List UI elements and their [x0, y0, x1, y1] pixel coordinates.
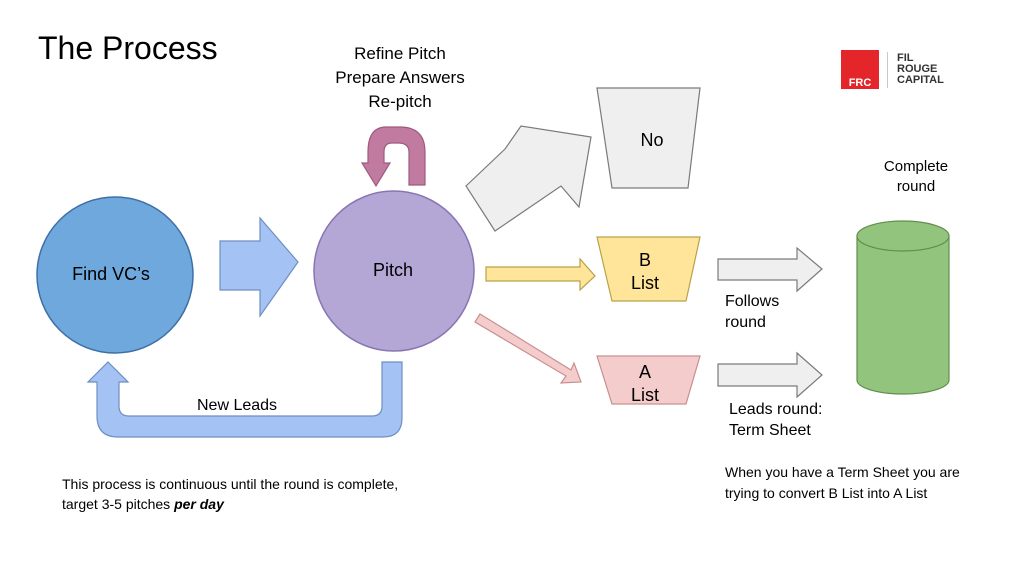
- logo-wordmark: FIL ROUGE CAPITAL: [897, 52, 944, 86]
- arrow-to-a-list: [474, 313, 582, 384]
- term-sheet-note: When you have a Term Sheet you are tryin…: [725, 464, 960, 501]
- a-list-bucket[interactable]: [596, 355, 701, 405]
- arrow-leads-round: [717, 351, 823, 399]
- arrow-to-b-list: [485, 257, 596, 292]
- page-title: The Process: [38, 30, 218, 66]
- leads-round-label: Leads round: Term Sheet: [729, 401, 823, 439]
- complete-round-label: Complete round: [883, 158, 949, 195]
- arrow-find-to-pitch: [219, 216, 299, 318]
- pitch-label: Pitch: [372, 260, 414, 280]
- b-list-label: B List: [630, 250, 659, 293]
- refine-loop-arrow: [360, 126, 426, 188]
- find-vcs-label: Find VC’s: [72, 264, 150, 284]
- follows-round-label: Follows round: [725, 293, 780, 331]
- no-bucket[interactable]: [596, 87, 701, 189]
- find-vcs-circle[interactable]: [36, 196, 194, 354]
- a-list-label: A List: [630, 362, 659, 405]
- new-leads-arrow: [86, 361, 403, 438]
- no-label: No: [640, 130, 664, 150]
- arrow-follows-round: [717, 246, 823, 293]
- process-note: This process is continuous until the rou…: [62, 476, 399, 512]
- pitch-circle[interactable]: [313, 190, 475, 352]
- refine-pitch-label: Refine Pitch Prepare Answers Re-pitch: [335, 44, 465, 111]
- process-note-line2: target 3-5 pitches per day: [62, 496, 224, 512]
- new-leads-label: New Leads: [197, 397, 278, 414]
- arrow-to-no: [465, 125, 592, 232]
- b-list-bucket[interactable]: [596, 236, 701, 302]
- logo-divider: [887, 52, 888, 88]
- logo-mark: FRC: [841, 50, 879, 89]
- complete-round-cylinder: [856, 220, 950, 395]
- frc-logo: FRC FIL ROUGE CAPITAL: [841, 50, 953, 90]
- per-day-emphasis: per day: [174, 496, 224, 512]
